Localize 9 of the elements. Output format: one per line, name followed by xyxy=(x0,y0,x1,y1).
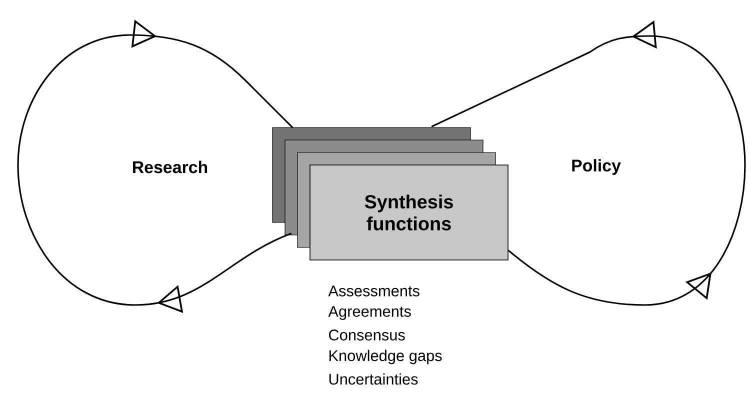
loop-label: Research xyxy=(133,160,208,174)
list-item: Uncertainties xyxy=(329,373,418,385)
loop-label: Policy xyxy=(572,159,621,175)
list-item: Knowledge gaps xyxy=(329,350,442,364)
list-item: Consensus xyxy=(328,330,405,340)
stacked-box: Synthesis functions xyxy=(272,127,508,260)
list-item: Assessments xyxy=(328,286,420,296)
loop-arrow xyxy=(17,20,294,313)
list-item: Agreements xyxy=(328,306,411,320)
